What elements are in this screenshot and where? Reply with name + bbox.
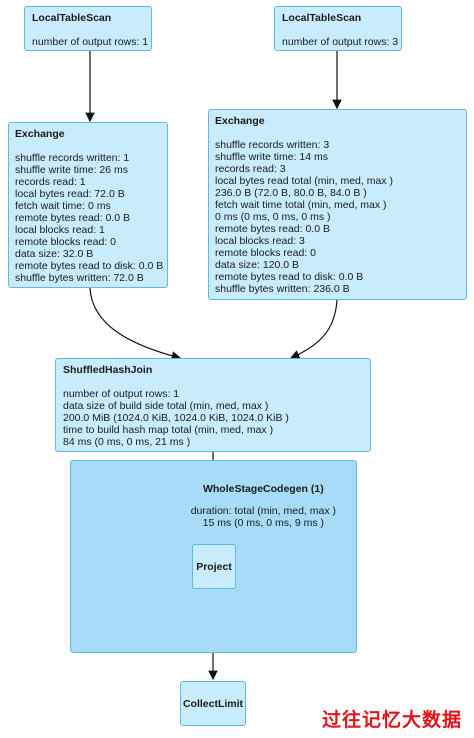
node-metric: 0 ms (0 ms, 0 ms, 0 ms ) bbox=[215, 211, 331, 223]
node-title: ShuffledHashJoin bbox=[63, 364, 153, 376]
node-metric: shuffle records written: 3 bbox=[215, 139, 330, 151]
node-local-table-scan-1[interactable]: LocalTableScan number of output rows: 1 bbox=[24, 6, 152, 51]
node-metric: remote blocks read: 0 bbox=[215, 247, 316, 259]
node-metric: shuffle bytes written: 236.0 B bbox=[215, 283, 350, 295]
node-metric: shuffle records written: 1 bbox=[15, 152, 130, 164]
cluster-metric: duration: total (min, med, max ) bbox=[190, 505, 336, 517]
node-metric: shuffle write time: 14 ms bbox=[215, 151, 329, 163]
edge-exchange2-join bbox=[289, 299, 338, 359]
node-metric: 236.0 B (72.0 B, 80.0 B, 84.0 B ) bbox=[215, 187, 367, 199]
node-metric: data size of build side total (min, med,… bbox=[63, 400, 269, 412]
node-exchange-2[interactable]: Exchange shuffle records written: 3 shuf… bbox=[208, 109, 467, 300]
node-metric: local bytes read: 72.0 B bbox=[15, 188, 125, 200]
node-title: CollectLimit bbox=[182, 697, 244, 710]
node-metric: number of output rows: 1 bbox=[32, 36, 149, 48]
node-exchange-1[interactable]: Exchange shuffle records written: 1 shuf… bbox=[8, 122, 168, 288]
node-metric: 200.0 MiB (1024.0 KiB, 1024.0 KiB, 1024.… bbox=[63, 412, 289, 424]
node-metric: remote bytes read to disk: 0.0 B bbox=[215, 271, 364, 283]
node-metric: shuffle bytes written: 72.0 B bbox=[15, 272, 144, 284]
node-title: Exchange bbox=[215, 115, 265, 127]
node-title: Exchange bbox=[15, 128, 65, 140]
node-collect-limit[interactable]: CollectLimit bbox=[180, 681, 246, 726]
node-metric: number of output rows: 1 bbox=[63, 388, 180, 400]
node-metric: local blocks read: 1 bbox=[15, 224, 105, 236]
node-title: LocalTableScan bbox=[282, 12, 362, 24]
node-metric: remote bytes read: 0.0 B bbox=[15, 212, 130, 224]
node-title: Project bbox=[196, 560, 232, 573]
node-metric: fetch wait time total (min, med, max ) bbox=[215, 199, 387, 211]
cluster-metric: 15 ms (0 ms, 0 ms, 9 ms ) bbox=[202, 517, 325, 529]
edge-exchange1-join bbox=[89, 287, 182, 361]
node-metric: remote bytes read: 0.0 B bbox=[215, 223, 330, 235]
watermark-text: 过往记忆大数据 bbox=[321, 709, 462, 731]
node-metric: 84 ms (0 ms, 0 ms, 21 ms ) bbox=[63, 436, 191, 448]
node-metric: fetch wait time: 0 ms bbox=[15, 200, 111, 212]
node-metric: local bytes read total (min, med, max ) bbox=[215, 175, 393, 187]
node-metric: time to build hash map total (min, med, … bbox=[63, 424, 274, 436]
node-metric: shuffle write time: 26 ms bbox=[15, 164, 129, 176]
node-title: LocalTableScan bbox=[32, 12, 112, 24]
node-metric: number of output rows: 3 bbox=[282, 36, 399, 48]
node-metric: remote blocks read: 0 bbox=[15, 236, 116, 248]
cluster-whole-stage-codegen[interactable]: WholeStageCodegen (1) duration: total (m… bbox=[70, 460, 357, 653]
node-local-table-scan-2[interactable]: LocalTableScan number of output rows: 3 bbox=[274, 6, 402, 51]
cluster-title: WholeStageCodegen (1) bbox=[202, 483, 324, 495]
node-metric: data size: 32.0 B bbox=[15, 248, 94, 260]
node-metric: records read: 3 bbox=[215, 163, 286, 175]
node-metric: remote bytes read to disk: 0.0 B bbox=[15, 260, 164, 272]
node-metric: records read: 1 bbox=[15, 176, 86, 188]
node-metric: local blocks read: 3 bbox=[215, 235, 305, 247]
node-project[interactable]: Project bbox=[192, 544, 236, 589]
node-metric: data size: 120.0 B bbox=[215, 259, 300, 271]
node-shuffled-hash-join[interactable]: ShuffledHashJoin number of output rows: … bbox=[55, 358, 371, 452]
